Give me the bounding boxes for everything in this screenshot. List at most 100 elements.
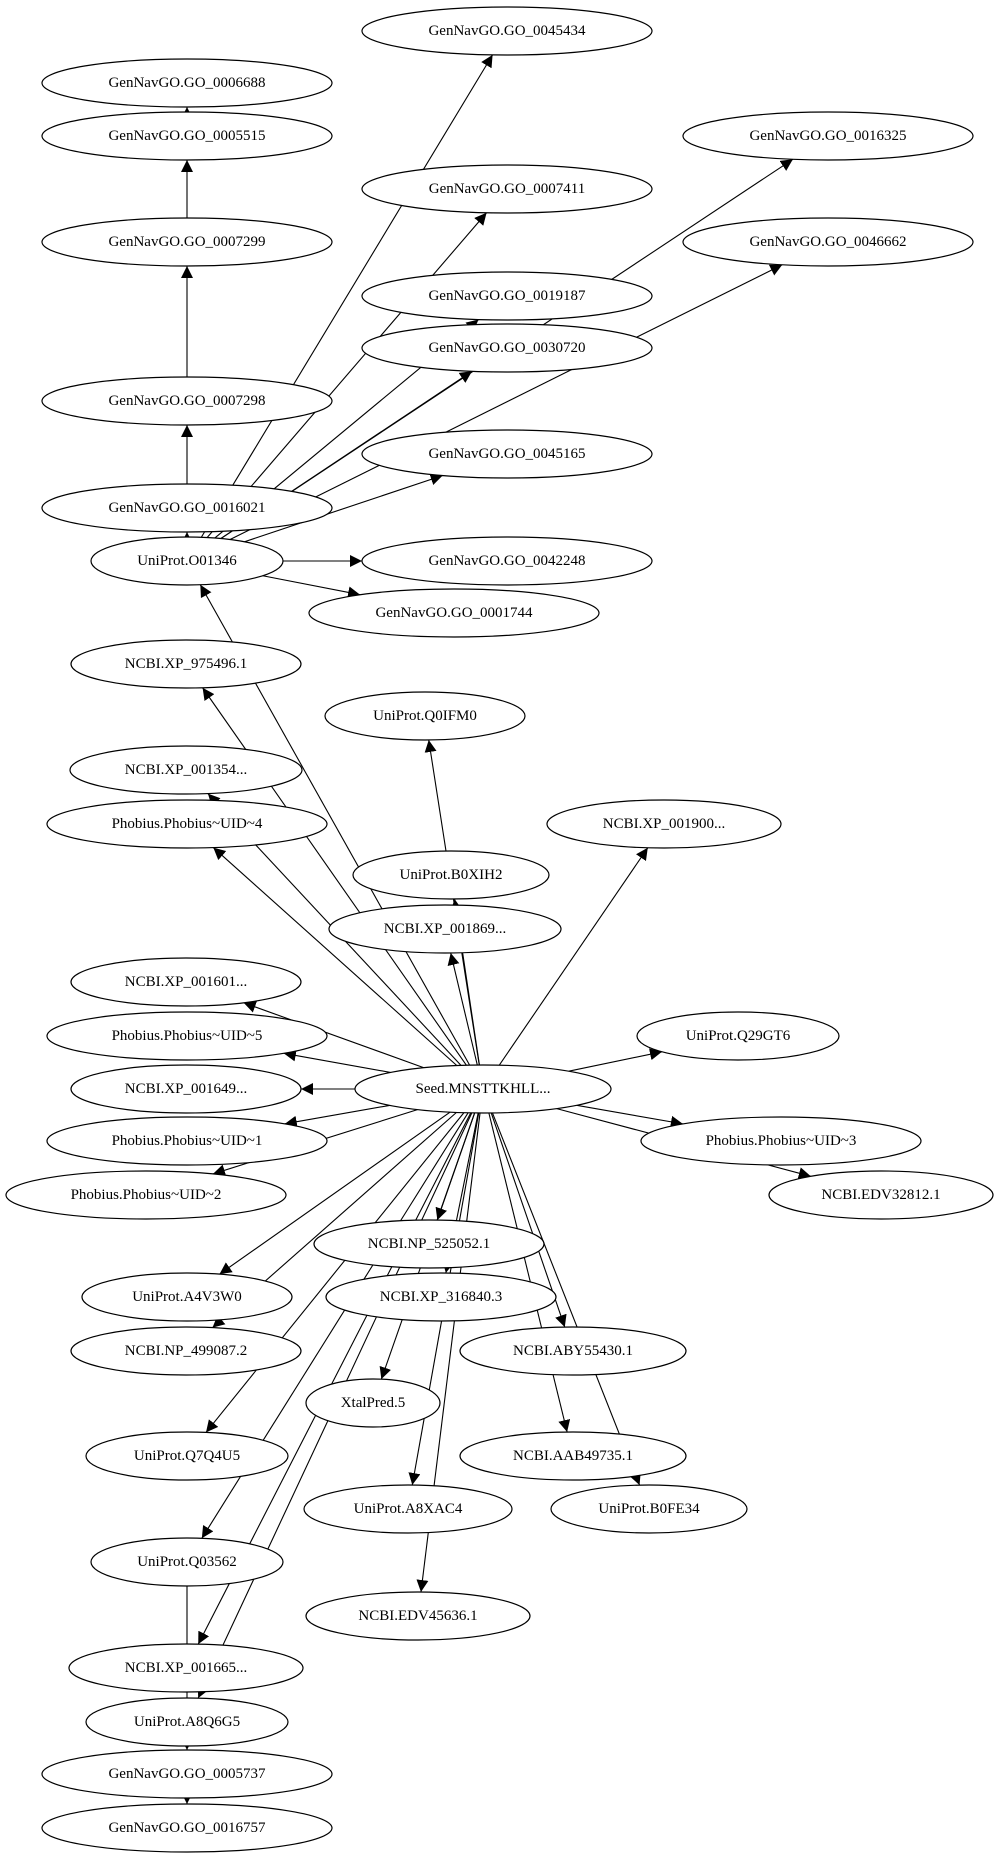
node-go0007299[interactable]: GenNavGO.GO_0007299 xyxy=(41,217,333,267)
node-ellipse xyxy=(85,1431,289,1481)
node-go0007298[interactable]: GenNavGO.GO_0007298 xyxy=(41,376,333,426)
edge-line xyxy=(568,1048,663,1072)
edge-o01346-to-go0007411 xyxy=(206,212,487,538)
node-ellipse xyxy=(46,799,328,849)
node-o01346[interactable]: UniProt.O01346 xyxy=(90,536,284,586)
node-label: NCBI.EDV32812.1 xyxy=(821,1187,940,1203)
node-xp001649[interactable]: NCBI.XP_001649... xyxy=(70,1064,302,1114)
edge-line xyxy=(447,952,478,1066)
node-label: GenNavGO.GO_0005515 xyxy=(108,128,265,144)
node-ellipse xyxy=(768,1170,994,1220)
node-ellipse xyxy=(636,1011,840,1061)
node-aby55430[interactable]: NCBI.ABY55430.1 xyxy=(459,1326,687,1376)
node-a4v3w0[interactable]: UniProt.A4V3W0 xyxy=(81,1272,293,1322)
node-b0fe34[interactable]: UniProt.B0FE34 xyxy=(550,1484,748,1534)
node-edv32812[interactable]: NCBI.EDV32812.1 xyxy=(768,1170,994,1220)
node-b0xih2[interactable]: UniProt.B0XIH2 xyxy=(352,850,550,900)
node-go0006688[interactable]: GenNavGO.GO_0006688 xyxy=(41,58,333,108)
node-ellipse xyxy=(70,1326,302,1376)
node-q29gt6[interactable]: UniProt.Q29GT6 xyxy=(636,1011,840,1061)
node-label: Phobius.Phobius~UID~1 xyxy=(112,1133,263,1149)
node-q7q4u5[interactable]: UniProt.Q7Q4U5 xyxy=(85,1431,289,1481)
node-ellipse xyxy=(352,850,550,900)
node-ellipse xyxy=(41,111,333,161)
node-label: UniProt.Q03562 xyxy=(137,1554,237,1570)
node-xp001601[interactable]: NCBI.XP_001601... xyxy=(70,957,302,1007)
node-label: Phobius.Phobius~UID~5 xyxy=(112,1028,263,1044)
node-go0007411[interactable]: GenNavGO.GO_0007411 xyxy=(361,164,653,214)
node-ellipse xyxy=(640,1116,922,1166)
node-label: GenNavGO.GO_0006688 xyxy=(108,75,265,91)
node-ellipse xyxy=(303,1484,513,1534)
node-uid1[interactable]: Phobius.Phobius~UID~1 xyxy=(46,1116,328,1166)
node-uid3[interactable]: Phobius.Phobius~UID~3 xyxy=(640,1116,922,1166)
node-label: UniProt.B0XIH2 xyxy=(400,867,503,883)
node-aab49735[interactable]: NCBI.AAB49735.1 xyxy=(459,1431,687,1481)
node-xtalpred5[interactable]: XtalPred.5 xyxy=(305,1378,441,1428)
node-ellipse xyxy=(308,588,600,638)
node-ellipse xyxy=(682,111,974,161)
edge-o01346-to-go0045434 xyxy=(200,54,494,538)
node-label: UniProt.A8XAC4 xyxy=(354,1501,463,1517)
node-np525052[interactable]: NCBI.NP_525052.1 xyxy=(313,1219,545,1269)
node-label: GenNavGO.GO_0007411 xyxy=(429,181,586,197)
node-ellipse xyxy=(46,1011,328,1061)
node-label: Phobius.Phobius~UID~4 xyxy=(112,816,263,832)
node-go0042248[interactable]: GenNavGO.GO_0042248 xyxy=(361,536,653,586)
node-uid2[interactable]: Phobius.Phobius~UID~2 xyxy=(5,1170,287,1220)
node-q03562[interactable]: UniProt.Q03562 xyxy=(90,1537,284,1587)
node-np499087[interactable]: NCBI.NP_499087.2 xyxy=(70,1326,302,1376)
edge-line xyxy=(498,847,649,1066)
node-xp316840[interactable]: NCBI.XP_316840.3 xyxy=(325,1272,557,1322)
node-ellipse xyxy=(361,271,653,321)
node-ellipse xyxy=(46,1116,328,1166)
edge-seed-to-xp001869 xyxy=(447,952,478,1066)
edge-seed-to-xp001601 xyxy=(243,1001,425,1069)
node-go0016021[interactable]: GenNavGO.GO_0016021 xyxy=(41,483,333,533)
node-go0016325[interactable]: GenNavGO.GO_0016325 xyxy=(682,111,974,161)
node-ellipse xyxy=(70,957,302,1007)
edge-line xyxy=(206,212,487,538)
node-label: GenNavGO.GO_0045165 xyxy=(428,446,585,462)
node-go0046662[interactable]: GenNavGO.GO_0046662 xyxy=(682,217,974,267)
node-xp001665[interactable]: NCBI.XP_001665... xyxy=(68,1643,304,1693)
node-go0045434[interactable]: GenNavGO.GO_0045434 xyxy=(361,6,653,56)
node-ellipse xyxy=(550,1484,748,1534)
node-go0030720[interactable]: GenNavGO.GO_0030720 xyxy=(361,323,653,373)
node-xp001869[interactable]: NCBI.XP_001869... xyxy=(328,904,562,954)
node-go0001744[interactable]: GenNavGO.GO_0001744 xyxy=(308,588,600,638)
edge-line xyxy=(219,1111,451,1275)
edge-line xyxy=(576,1104,683,1128)
node-a8q6g5[interactable]: UniProt.A8Q6G5 xyxy=(85,1697,289,1747)
node-go0016757[interactable]: GenNavGO.GO_0016757 xyxy=(41,1803,333,1853)
node-xp975496[interactable]: NCBI.XP_975496.1 xyxy=(70,639,302,689)
node-go0019187[interactable]: GenNavGO.GO_0019187 xyxy=(361,271,653,321)
node-uid5[interactable]: Phobius.Phobius~UID~5 xyxy=(46,1011,328,1061)
node-go0005515[interactable]: GenNavGO.GO_0005515 xyxy=(41,111,333,161)
node-go0045165[interactable]: GenNavGO.GO_0045165 xyxy=(361,429,653,479)
node-ellipse xyxy=(90,536,284,586)
node-label: Seed.MNSTTKHLL... xyxy=(416,1081,551,1097)
node-a8xac4[interactable]: UniProt.A8XAC4 xyxy=(303,1484,513,1534)
node-label: NCBI.XP_001869... xyxy=(384,921,507,937)
node-edv45636[interactable]: NCBI.EDV45636.1 xyxy=(305,1591,531,1641)
node-ellipse xyxy=(81,1272,293,1322)
node-xp001900[interactable]: NCBI.XP_001900... xyxy=(546,799,782,849)
edge-line xyxy=(205,1112,465,1433)
node-label: NCBI.ABY55430.1 xyxy=(513,1343,633,1359)
edge-seed-to-uid3 xyxy=(576,1104,683,1128)
node-label: XtalPred.5 xyxy=(341,1395,406,1411)
node-label: GenNavGO.GO_0045434 xyxy=(428,23,586,39)
node-uid4[interactable]: Phobius.Phobius~UID~4 xyxy=(46,799,328,849)
edge-line xyxy=(200,54,494,538)
node-label: NCBI.XP_001665... xyxy=(125,1660,248,1676)
node-label: NCBI.NP_525052.1 xyxy=(368,1236,491,1252)
node-label: GenNavGO.GO_0016021 xyxy=(108,500,265,516)
node-go0005737[interactable]: GenNavGO.GO_0005737 xyxy=(41,1749,333,1799)
node-q0ifm0[interactable]: UniProt.Q0IFM0 xyxy=(324,691,526,741)
node-label: UniProt.B0FE34 xyxy=(598,1501,700,1517)
node-xp001354[interactable]: NCBI.XP_001354... xyxy=(69,745,303,795)
node-seed[interactable]: Seed.MNSTTKHLL... xyxy=(354,1064,612,1114)
node-ellipse xyxy=(324,691,526,741)
